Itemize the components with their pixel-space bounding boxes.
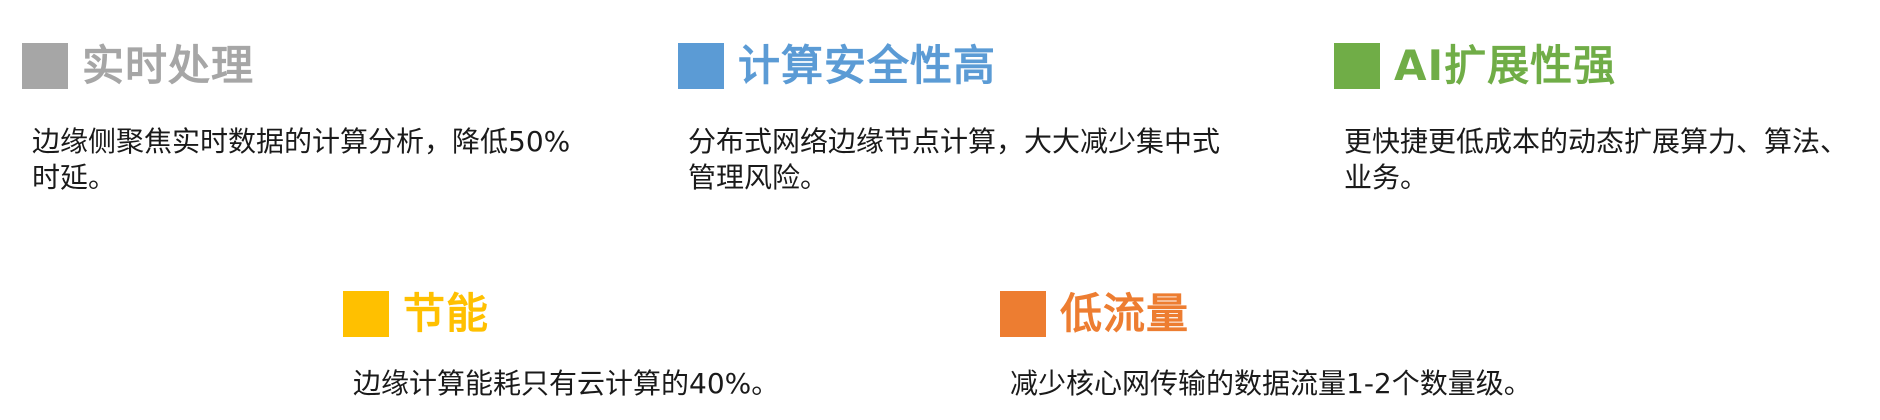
feature-description: 边缘计算能耗只有云计算的40%。 (353, 367, 780, 400)
feature-energy-saving: 节能 边缘计算能耗只有云计算的40%。 (343, 286, 779, 400)
feature-header: 实时处理 (22, 38, 254, 94)
square-marker-icon (22, 43, 68, 89)
square-marker-icon (678, 43, 724, 89)
feature-title: 计算安全性高 (738, 41, 997, 90)
feature-realtime-processing: 实时处理 边缘侧聚焦实时数据的计算分析，降低50%时延。 (22, 38, 570, 194)
feature-title: 低流量 (1060, 289, 1190, 338)
feature-title: AI扩展性强 (1394, 41, 1617, 90)
feature-ai-scalability: AI扩展性强 更快捷更低成本的动态扩展算力、算法、业务。 (1334, 38, 1848, 194)
feature-description: 更快捷更低成本的动态扩展算力、算法、业务。 (1344, 125, 1849, 194)
square-marker-icon (343, 291, 389, 337)
feature-low-traffic: 低流量 减少核心网传输的数据流量1-2个数量级。 (1000, 286, 1532, 400)
feature-title: 节能 (403, 289, 490, 338)
feature-header: 低流量 (1000, 286, 1189, 342)
feature-description: 分布式网络边缘节点计算，大大减少集中式管理风险。 (688, 125, 1221, 194)
square-marker-icon (1000, 291, 1046, 337)
feature-header: 计算安全性高 (678, 38, 996, 94)
feature-description: 边缘侧聚焦实时数据的计算分析，降低50%时延。 (32, 125, 571, 194)
feature-computing-security: 计算安全性高 分布式网络边缘节点计算，大大减少集中式管理风险。 (678, 38, 1220, 194)
feature-header: AI扩展性强 (1334, 38, 1616, 94)
feature-description: 减少核心网传输的数据流量1-2个数量级。 (1010, 367, 1532, 400)
feature-title: 实时处理 (82, 41, 255, 90)
square-marker-icon (1334, 43, 1380, 89)
feature-header: 节能 (343, 286, 489, 342)
